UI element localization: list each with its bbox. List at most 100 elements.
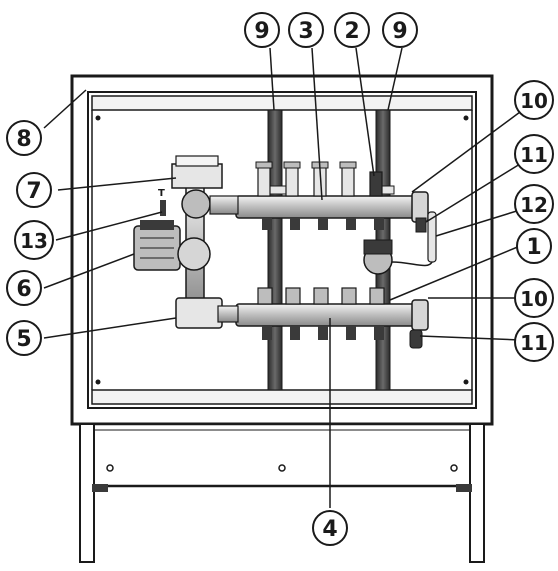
leader-2 — [355, 47, 375, 177]
mixing-group: T — [133, 155, 239, 329]
upper-outlet — [290, 218, 300, 230]
leader-5 — [43, 317, 177, 339]
callout-label: 3 — [298, 19, 313, 44]
mounting-screw — [95, 115, 101, 121]
thermostatic-valve-body — [363, 239, 393, 255]
stand-leg-left — [79, 423, 95, 563]
flow-meter-cap — [283, 161, 301, 169]
return-valve — [285, 287, 301, 305]
return-valve — [257, 287, 273, 305]
flow-meter-cap — [339, 161, 357, 169]
leader-1 — [389, 245, 521, 301]
callout-4: 4 — [312, 510, 348, 546]
lower-zone-valve — [175, 297, 223, 329]
leader-12 — [435, 209, 521, 237]
callout-circle — [244, 12, 280, 48]
callout-label: 10 — [520, 89, 548, 113]
callout-9: 9 — [244, 12, 280, 48]
lower-outlet — [318, 326, 328, 340]
callout-label: 5 — [16, 327, 31, 352]
cabinet-stand — [79, 422, 485, 563]
callout-label: 13 — [20, 229, 48, 253]
thermometer-t-mark: T — [158, 188, 165, 199]
callout-circle — [6, 120, 42, 156]
lower-manifold — [235, 287, 429, 349]
leader-10-top — [411, 111, 521, 193]
callout-circle — [516, 228, 552, 264]
callout-label: 11 — [520, 143, 548, 167]
callout-1: 1 — [516, 228, 552, 264]
callout-circle — [514, 322, 554, 362]
callout-label: 6 — [16, 277, 31, 302]
flow-meter — [285, 165, 299, 197]
capillary-tube — [391, 261, 433, 267]
callout-11: 11 — [514, 134, 554, 174]
leader-6 — [43, 253, 135, 289]
callout-label: 9 — [254, 19, 269, 44]
mixing-valve-outlet — [209, 195, 239, 215]
mounting-rail-left — [267, 109, 283, 391]
callout-label: 4 — [322, 517, 337, 542]
callout-circle — [312, 510, 348, 546]
leader-7 — [57, 177, 177, 191]
cabinet-top-rail — [91, 95, 473, 111]
actuator-box — [171, 163, 223, 189]
mixing-valve-body — [181, 189, 211, 219]
upper-outlet — [374, 218, 384, 230]
callout-label: 7 — [26, 179, 41, 204]
callout-circle — [514, 184, 554, 224]
callout-circle — [288, 12, 324, 48]
callout-label: 11 — [520, 331, 548, 355]
upper-manifold-bar — [235, 195, 417, 219]
callout-2: 2 — [334, 12, 370, 48]
callout-13: 13 — [14, 220, 54, 260]
mounting-screw — [463, 379, 469, 385]
callout-circle — [514, 278, 554, 318]
callout-label: 8 — [16, 127, 31, 152]
upper-outlet — [262, 218, 272, 230]
callout-circle — [334, 12, 370, 48]
stand-leg-foot-left — [92, 484, 108, 492]
lower-outlet — [290, 326, 300, 340]
callout-circle — [16, 172, 52, 208]
return-valve — [341, 287, 357, 305]
leader-8 — [43, 89, 87, 129]
callout-circle — [514, 134, 554, 174]
leader-11-bottom — [419, 335, 521, 341]
lower-outlet — [262, 326, 272, 340]
mounting-screw — [463, 115, 469, 121]
callout-circle — [514, 80, 554, 120]
right-side-fittings — [363, 211, 437, 275]
lower-manifold-end-cap — [411, 299, 429, 331]
thermometer-stem — [160, 200, 166, 216]
stand-screw — [450, 464, 458, 472]
flow-meter — [369, 171, 383, 197]
stand-screw — [106, 464, 114, 472]
return-valve — [313, 287, 329, 305]
callout-10: 10 — [514, 80, 554, 120]
stand-leg-foot-right — [456, 484, 472, 492]
actuator-top — [175, 155, 219, 167]
leader-3 — [311, 47, 323, 201]
stand-screw — [278, 464, 286, 472]
callout-8: 8 — [6, 120, 42, 156]
callout-circle — [6, 270, 42, 306]
cabinet-inner-frame — [87, 91, 477, 409]
stand-panel — [84, 422, 480, 488]
lower-zone-valve-outlet — [217, 305, 239, 323]
lower-outlet — [374, 326, 384, 340]
callout-label: 1 — [526, 235, 541, 260]
leader-lines — [43, 47, 521, 508]
drain-valve-lower — [409, 329, 423, 349]
stand-leg-right — [469, 423, 485, 563]
callout-7: 7 — [16, 172, 52, 208]
return-valve — [369, 287, 385, 305]
callout-label: 2 — [344, 19, 359, 44]
pump-motor-cap — [140, 220, 174, 230]
callout-label: 12 — [520, 193, 548, 217]
callout-label: 10 — [520, 287, 548, 311]
leader-9-right — [387, 47, 403, 111]
callout-12: 12 — [514, 184, 554, 224]
